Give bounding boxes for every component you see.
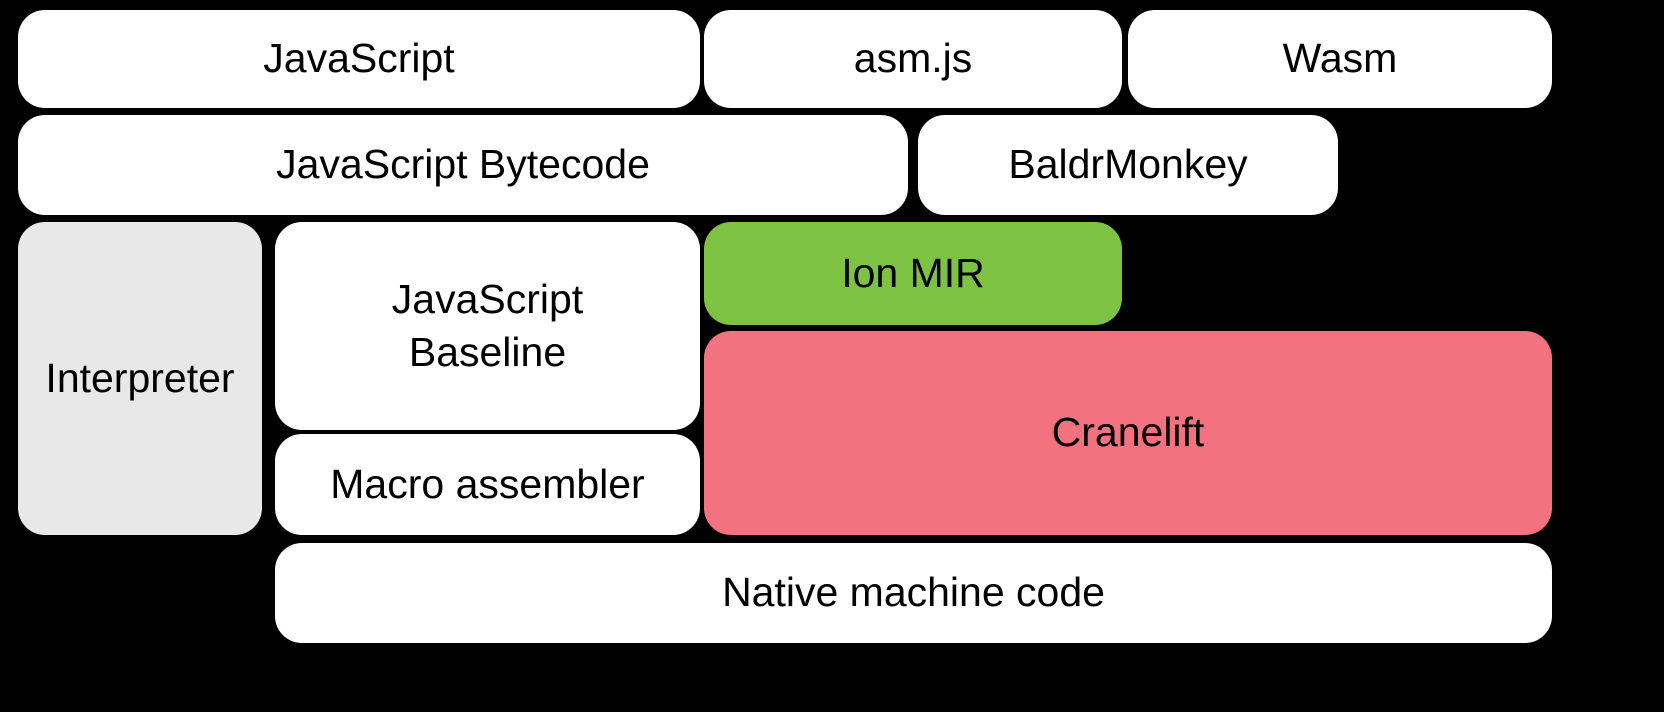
node-javascript: JavaScript — [18, 10, 700, 108]
node-javascript-baseline: JavaScript Baseline — [275, 222, 700, 430]
node-baldrmonkey: BaldrMonkey — [918, 115, 1338, 215]
node-native-machine-code: Native machine code — [275, 543, 1552, 643]
node-cranelift: Cranelift — [704, 331, 1552, 535]
node-interpreter: Interpreter — [18, 222, 262, 535]
node-javascript-bytecode: JavaScript Bytecode — [18, 115, 908, 215]
node-wasm: Wasm — [1128, 10, 1552, 108]
node-macro-assembler: Macro assembler — [275, 434, 700, 535]
node-asmjs: asm.js — [704, 10, 1122, 108]
node-ion-mir: Ion MIR — [704, 222, 1122, 325]
